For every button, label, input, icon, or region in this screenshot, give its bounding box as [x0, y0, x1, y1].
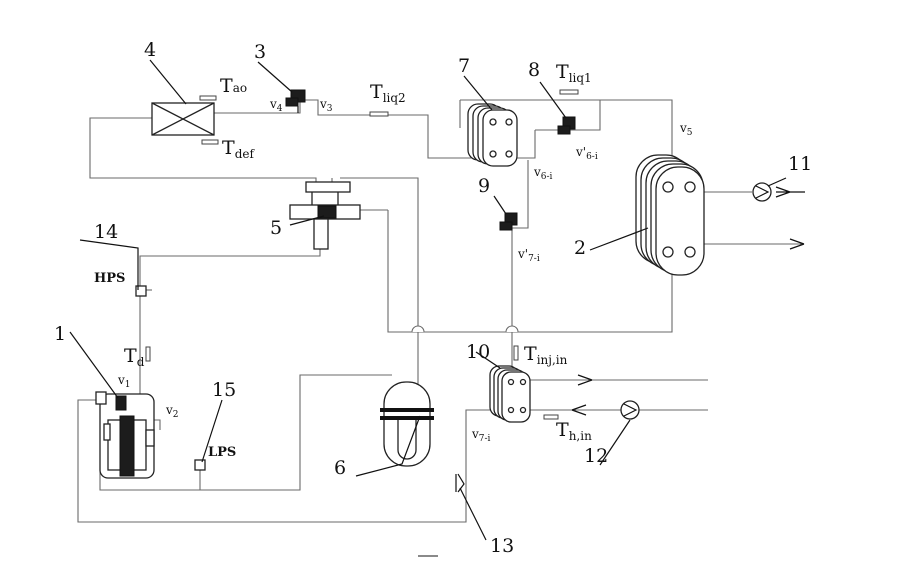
label-5: 5 — [270, 217, 282, 239]
tinj-sensor — [513, 345, 519, 361]
expansion-valve-8 — [557, 116, 576, 135]
plate-heat-exchanger-10 — [489, 365, 531, 423]
label-4: 4 — [144, 39, 156, 61]
sensors — [135, 89, 579, 471]
component-numbers: 4 3 7 8 9 5 14 1 15 6 2 11 12 10 13 — [54, 39, 812, 557]
label-10: 10 — [466, 341, 490, 363]
plate-heat-exchanger-2 — [635, 154, 705, 276]
hps-switch — [135, 285, 147, 297]
flow-arrows — [571, 186, 805, 416]
tao-label: Tao — [220, 75, 247, 97]
thin-label: Th,in — [556, 419, 592, 443]
pump-12 — [620, 400, 640, 420]
tliq1-label: Tliq1 — [556, 61, 592, 85]
label-6: 6 — [334, 457, 346, 479]
tliq1-sensor — [559, 89, 579, 95]
label-3: 3 — [254, 41, 266, 63]
tdef-label: Tdef — [222, 137, 255, 161]
tao-sensor — [199, 95, 217, 101]
label-13: 13 — [490, 535, 514, 557]
label-1: 1 — [54, 323, 66, 345]
label-2: 2 — [574, 237, 586, 259]
td-label: Td — [124, 345, 145, 369]
tliq2-sensor — [369, 111, 389, 117]
v6ip-label: v'6-i — [575, 145, 598, 162]
label-15: 15 — [212, 379, 236, 401]
outdoor-heat-exchanger — [151, 102, 215, 136]
expansion-valve-9 — [499, 212, 518, 231]
expansion-valve-3 — [285, 89, 306, 113]
label-9: 9 — [478, 175, 490, 197]
tdef-sensor — [201, 139, 219, 145]
v1-label: v1 — [117, 373, 131, 390]
liquid-separator-6 — [380, 381, 434, 467]
compressor — [95, 391, 155, 479]
lps-switch — [194, 459, 206, 471]
label-7: 7 — [458, 55, 470, 77]
four-way-valve — [289, 181, 361, 250]
label-8: 8 — [528, 59, 540, 81]
pipe-crossovers — [411, 325, 519, 333]
label-14: 14 — [94, 221, 118, 243]
v7ip-label: v'7-i — [517, 247, 540, 264]
leader-lines — [69, 59, 787, 557]
lps-label: LPS — [208, 445, 236, 460]
hps-label: HPS — [94, 271, 125, 286]
v3-label: v3 — [319, 97, 333, 114]
label-12: 12 — [584, 445, 608, 467]
sensor-labels: Tao Tdef Tliq2 Tliq1 Td Tinj,in Th,in HP… — [94, 61, 592, 460]
v2-label: v2 — [165, 403, 179, 420]
thin-sensor — [543, 414, 559, 420]
pump-11 — [752, 182, 772, 202]
v4-label: v4 — [269, 97, 283, 114]
td-sensor — [145, 346, 151, 362]
state-labels: v1 v2 v3 v4 v5 v6-i v'6-i v'7-i v7-i — [117, 97, 693, 444]
v5-label: v5 — [679, 121, 693, 138]
tinj-label: Tinj,in — [524, 343, 568, 367]
tliq2-label: Tliq2 — [370, 81, 406, 105]
v6i-label: v6-i — [533, 165, 553, 182]
piping — [77, 99, 804, 523]
v7i-label: v7-i — [471, 427, 491, 444]
plate-heat-exchanger-7 — [467, 103, 518, 167]
label-11: 11 — [788, 153, 812, 175]
